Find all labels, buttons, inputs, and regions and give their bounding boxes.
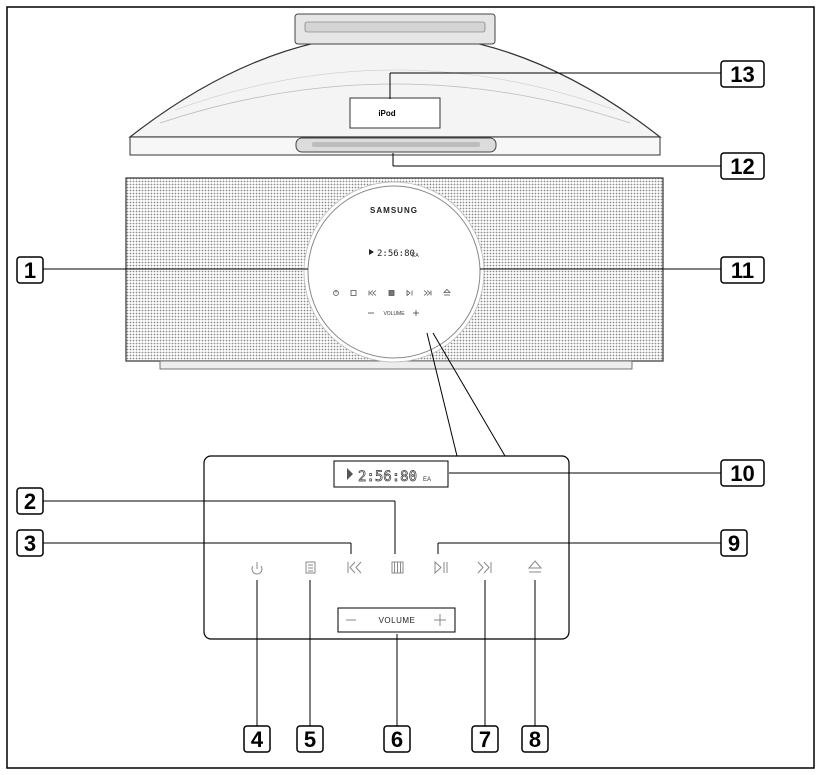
- svg-text:9: 9: [728, 531, 740, 556]
- svg-text:7: 7: [479, 727, 491, 752]
- detail-display-suffix: EA: [423, 477, 431, 483]
- front-stop-icon[interactable]: [388, 290, 395, 296]
- callout-11: 11: [720, 256, 765, 284]
- leader-lines: [43, 72, 721, 726]
- play-indicator-icon: [369, 249, 374, 255]
- figure-border: [6, 6, 815, 769]
- callout-8: 8: [521, 725, 549, 753]
- skip-next-icon[interactable]: [477, 561, 492, 574]
- callout-13: 13: [720, 60, 765, 88]
- svg-text:4: 4: [251, 727, 264, 752]
- callout-12: 12: [720, 152, 765, 180]
- callout-9: 9: [720, 529, 748, 557]
- callout-1: 1: [16, 256, 44, 284]
- front-next-icon[interactable]: [423, 290, 432, 296]
- detail-display: 2:56:80: [358, 469, 417, 485]
- callout-7: 7: [471, 725, 499, 753]
- callout-10: 10: [720, 459, 765, 487]
- detail-panel: 2:56:80 EA VOLUME: [203, 455, 570, 640]
- brand-logo: SAMSUNG: [370, 206, 418, 215]
- front-view: SAMSUNG 2:56:80 EA VOLUME: [125, 177, 664, 370]
- zoom-line-left: [426, 332, 458, 457]
- volume-label: VOLUME: [379, 616, 416, 625]
- callout-2: 2: [16, 487, 44, 515]
- front-previous-icon[interactable]: [368, 290, 377, 296]
- power-icon[interactable]: [251, 562, 263, 575]
- front-volume-label: VOLUME: [383, 311, 405, 317]
- front-eject-icon[interactable]: [443, 288, 451, 296]
- svg-text:5: 5: [304, 727, 316, 752]
- callout-6: 6: [383, 725, 411, 753]
- front-play-pause-icon[interactable]: [406, 289, 413, 297]
- stop-icon[interactable]: [391, 561, 404, 574]
- front-display-suffix: EA: [412, 253, 419, 259]
- svg-text:12: 12: [730, 154, 754, 179]
- svg-text:11: 11: [731, 258, 754, 283]
- function-icon[interactable]: [305, 561, 316, 574]
- front-display: 2:56:80: [377, 249, 415, 259]
- skip-previous-icon[interactable]: [347, 561, 362, 574]
- play-pause-icon[interactable]: [434, 560, 448, 575]
- svg-text:8: 8: [529, 727, 541, 752]
- callout-4: 4: [243, 725, 271, 753]
- svg-text:3: 3: [24, 531, 36, 556]
- svg-text:2: 2: [24, 489, 36, 514]
- svg-text:6: 6: [391, 727, 403, 752]
- front-button-row: [333, 288, 451, 297]
- callout-3: 3: [16, 529, 44, 557]
- control-disc: [307, 185, 481, 359]
- front-volume-plus-icon[interactable]: [413, 310, 419, 316]
- ipod-label: iPod: [378, 109, 395, 118]
- top-view: iPod: [128, 13, 662, 156]
- detail-play-indicator-icon: [347, 468, 353, 480]
- svg-text:1: 1: [24, 258, 36, 283]
- zoom-line-right: [432, 332, 506, 457]
- callout-5: 5: [296, 725, 324, 753]
- svg-text:13: 13: [730, 62, 754, 87]
- front-power-icon[interactable]: [333, 290, 339, 296]
- detail-panel-frame: [203, 455, 570, 640]
- ipod-dock: [349, 97, 441, 129]
- svg-text:10: 10: [730, 461, 754, 486]
- eject-icon[interactable]: [527, 560, 543, 573]
- plus-icon[interactable]: [434, 614, 446, 626]
- front-function-icon[interactable]: [350, 290, 357, 296]
